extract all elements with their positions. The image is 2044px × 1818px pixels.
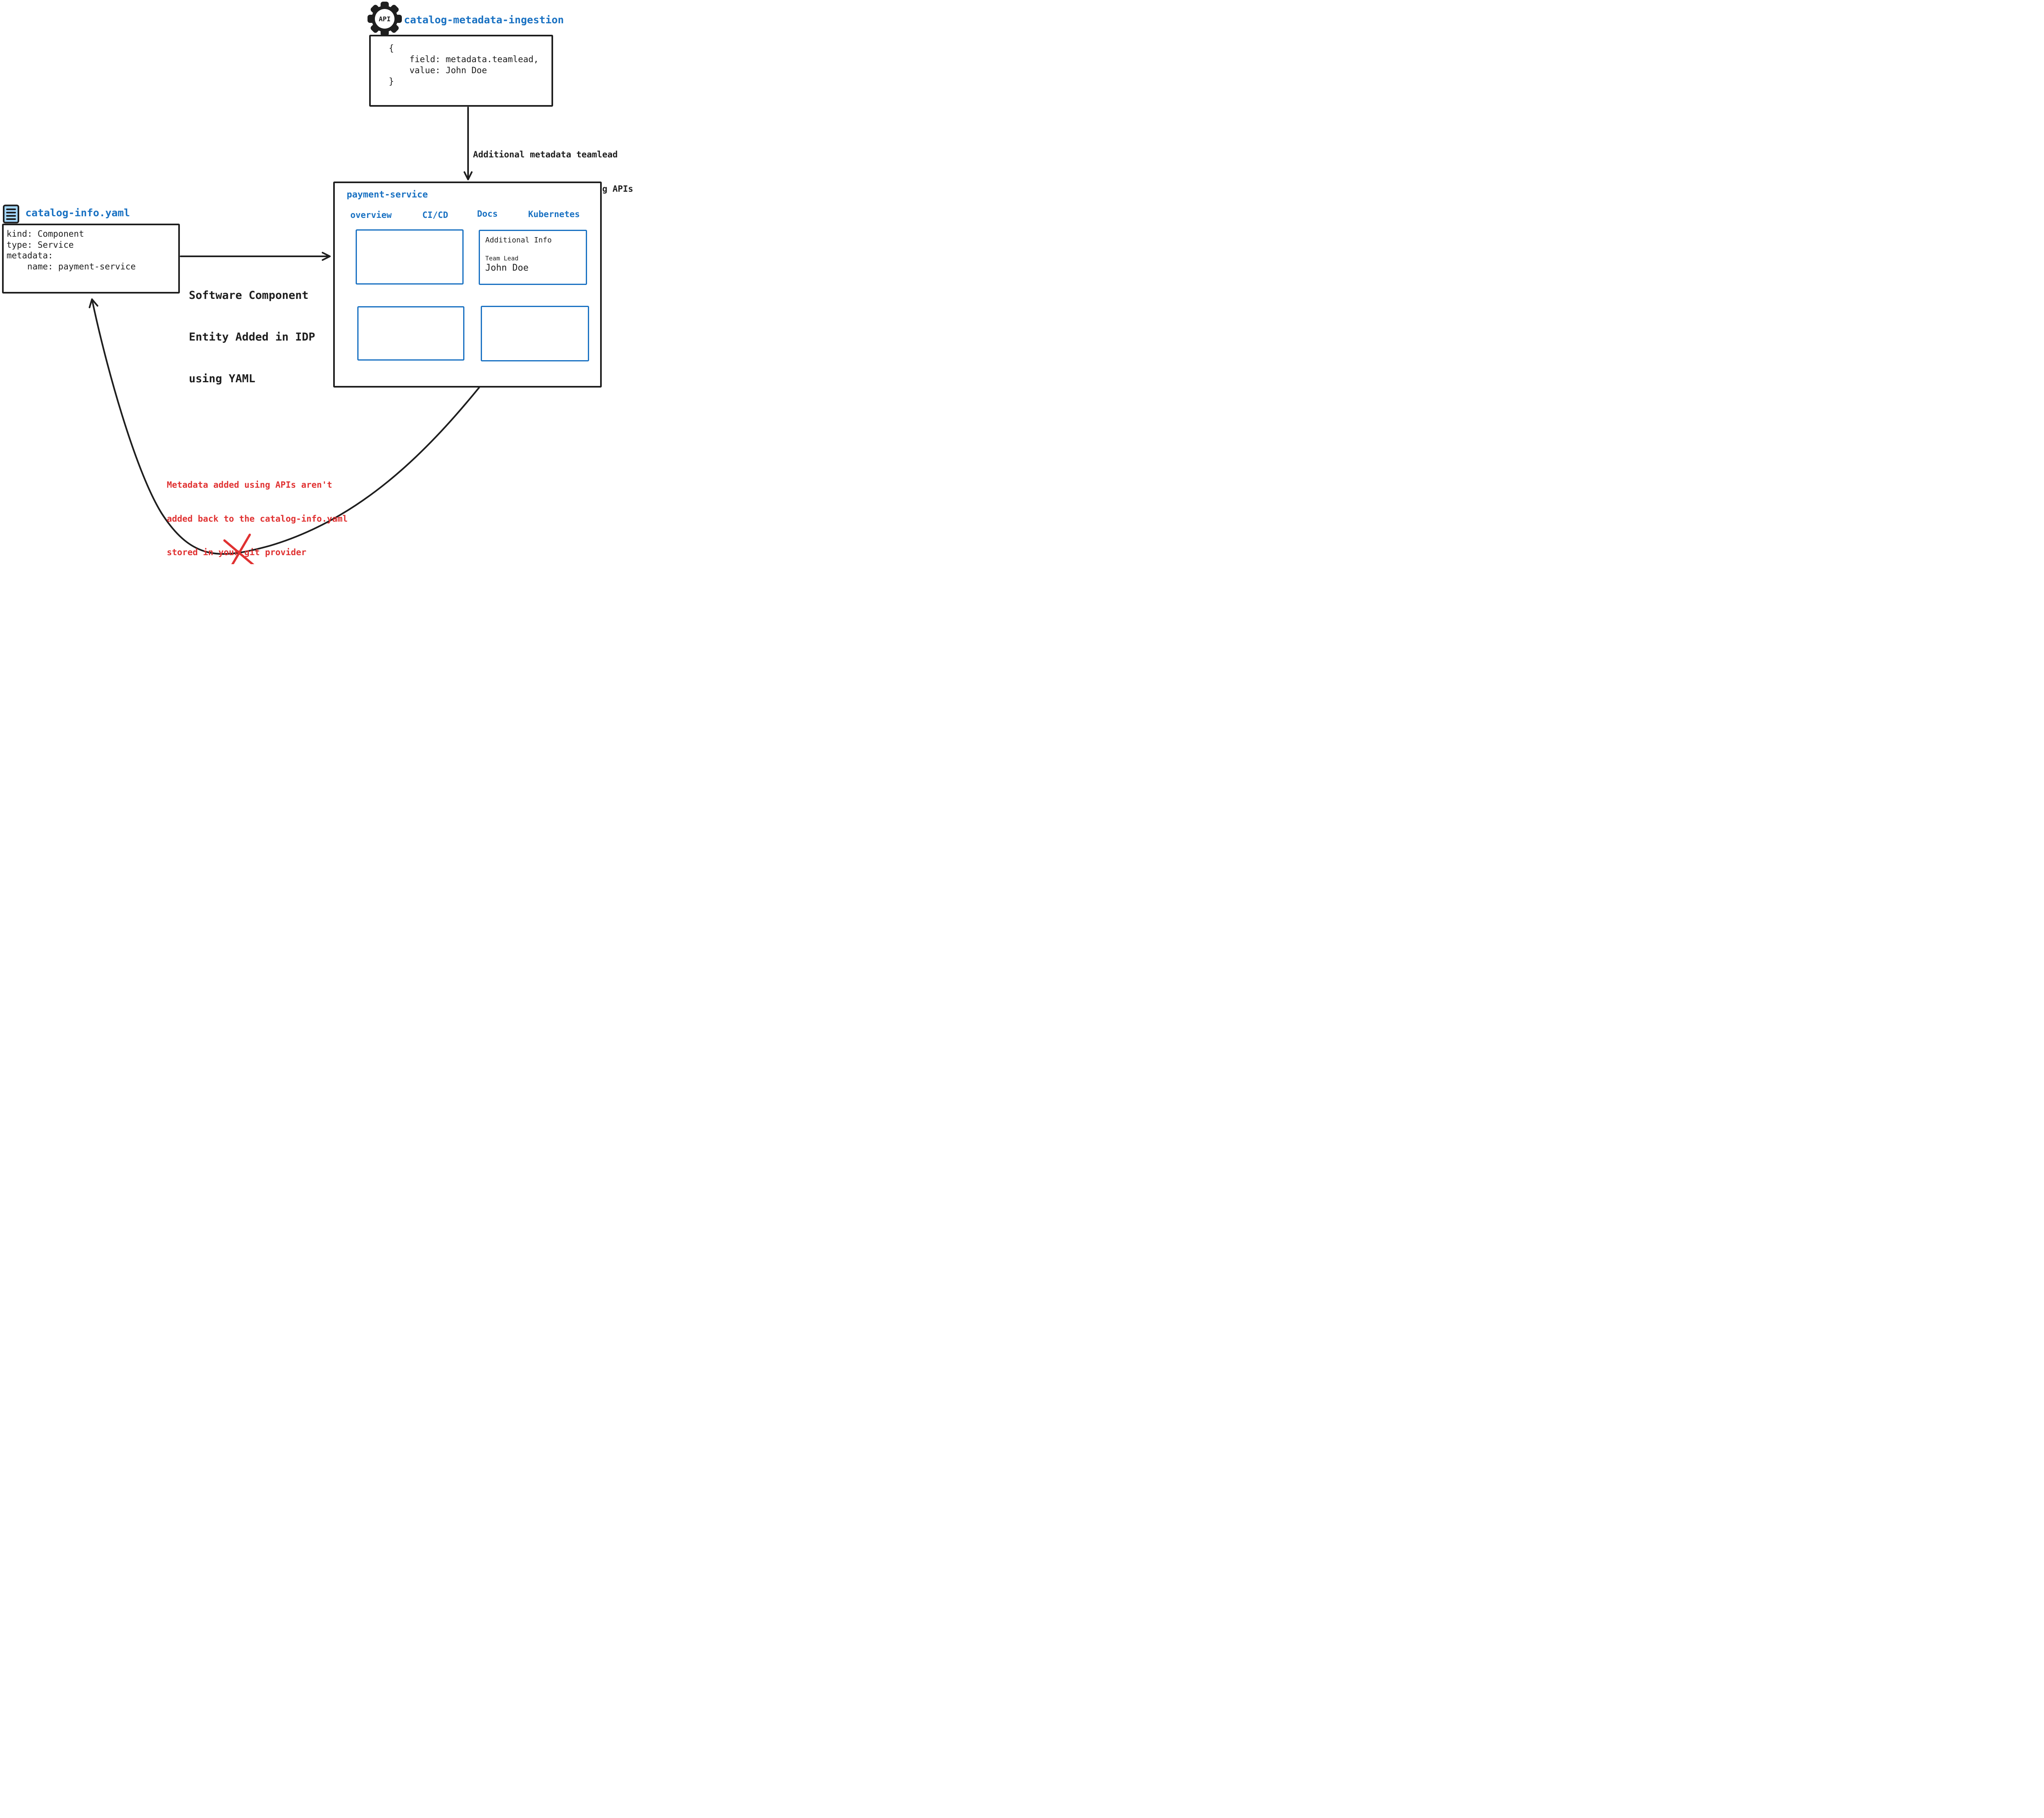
code-line: value: John Doe [389, 65, 487, 75]
ingestion-arrowhead [464, 171, 473, 180]
yaml-line: name: payment-service [7, 261, 136, 271]
x-mark-stroke-2 [223, 539, 255, 564]
yaml-line: type: Service [7, 240, 74, 250]
yaml-arrow-label-line2: Entity Added in IDP [189, 331, 315, 343]
yaml-line: kind: Component [7, 229, 84, 239]
connector-overlay [89, 107, 480, 564]
yaml-file-icon-lines [6, 208, 16, 220]
empty-card-bottom-right [481, 306, 589, 361]
feedback-warning-line2: added back to the catalog-info.yaml [167, 513, 348, 524]
tab-overview: overview [350, 210, 392, 220]
diagram-canvas: API catalog-metadata-ingestion { field: … [0, 0, 641, 564]
idp-window: payment-service overview CI/CD Docs Kube… [333, 182, 602, 388]
yaml-arrow-label-line3: using YAML [189, 372, 256, 385]
additional-info-title: Additional Info [485, 236, 552, 244]
overview-card [356, 229, 464, 285]
yaml-line: metadata: [7, 251, 53, 260]
code-line: } [389, 76, 394, 86]
x-mark [223, 534, 255, 564]
team-lead-value: John Doe [485, 263, 529, 273]
yaml-arrow-label: Software Component Entity Added in IDP u… [189, 261, 315, 414]
black-connectors [89, 107, 480, 555]
feedback-warning-text: Metadata added using APIs aren't added b… [167, 457, 348, 564]
idp-title: payment-service [347, 190, 428, 200]
tab-kubernetes: Kubernetes [528, 209, 580, 219]
ingestion-arrow-label-line1: Additional metadata teamlead [473, 150, 618, 159]
yaml-file-icon-sheet [3, 204, 19, 224]
yaml-file-icon [3, 204, 19, 224]
code-line: { [389, 43, 394, 53]
feedback-curve-arrowhead [89, 298, 99, 308]
feedback-warning-line1: Metadata added using APIs aren't [167, 480, 332, 490]
api-service-title: catalog-metadata-ingestion [404, 14, 564, 26]
api-icon-label: API [379, 15, 391, 23]
empty-card-bottom-left [357, 306, 464, 361]
team-lead-label: Team Lead [485, 255, 519, 262]
yaml-arrow-label-line1: Software Component [189, 289, 309, 302]
feedback-curve-line [91, 298, 480, 555]
additional-info-card: Additional Info Team Lead John Doe [479, 230, 587, 285]
api-gear-icon: API [368, 2, 402, 36]
yaml-arrowhead [322, 252, 331, 261]
yaml-box: kind: Component type: Service metadata: … [2, 224, 180, 294]
catalog-file-title: catalog-info.yaml [25, 207, 130, 219]
gear-center [375, 9, 394, 29]
tab-cicd: CI/CD [422, 210, 448, 220]
feedback-warning-line3: stored in your git provider [167, 547, 307, 557]
ingestion-code-box: { field: metadata.teamlead, value: John … [369, 35, 553, 107]
x-mark-stroke-1 [231, 534, 251, 564]
code-line: field: metadata.teamlead, [389, 54, 539, 64]
tab-docs: Docs [477, 209, 498, 219]
